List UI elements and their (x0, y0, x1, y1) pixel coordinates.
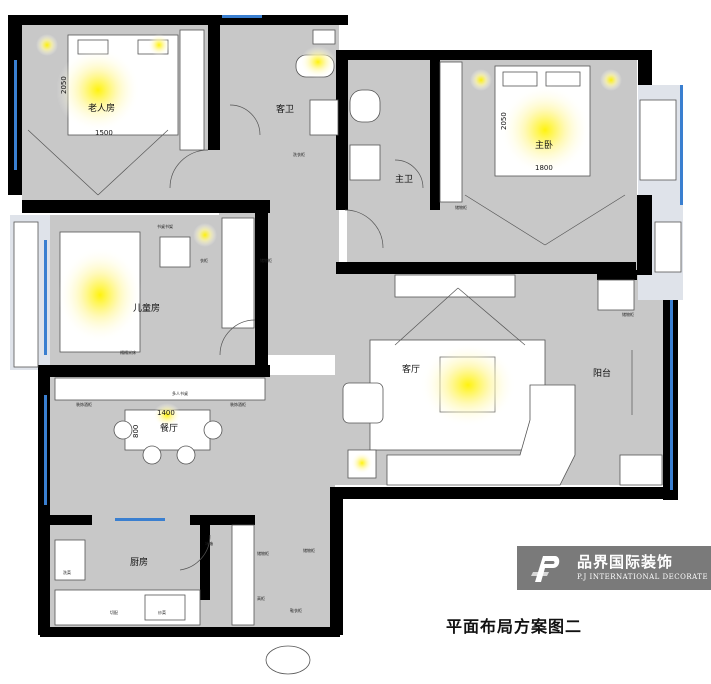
light-lines (27, 129, 626, 346)
dim-elder-bed-width: 1500 (95, 129, 113, 137)
room-label-kitchen: 厨房 (130, 556, 148, 568)
room-label-master-bath: 主卫 (395, 173, 413, 185)
room-label-guest-bath: 客卫 (276, 103, 294, 115)
walls (8, 15, 678, 637)
note-entry-cabinet: 储物柜 (303, 547, 315, 553)
room-labels: 老人房 客卫 主卧 主卫 儿童房 客厅 阳台 餐厅 厨房 (88, 102, 611, 568)
company-logo: 品界国际装饰 P.J INTERNATIONAL DECORATE (517, 546, 711, 590)
dim-dining-table-length: 1400 (157, 409, 175, 417)
note-kids-wardrobe: 衣柜 (200, 257, 208, 263)
note-guest-bath: 洗衣柜 (293, 151, 305, 157)
annotations: 书桌书架 衣柜 储物柜 榻榻米床 洗衣柜 储物柜 储物柜 多人书桌 装饰酒柜 装… (63, 151, 634, 615)
room-label-dining-room: 餐厅 (160, 422, 178, 434)
note-kitchen-storage: 储物柜 (257, 550, 269, 556)
note-dining-center: 多人书桌 (172, 390, 188, 396)
note-kids-storage: 储物柜 (260, 257, 272, 263)
note-kids-desk: 书桌书架 (157, 223, 173, 229)
doors (169, 104, 424, 571)
note-shoe-cabinet: 鞋衣柜 (290, 607, 302, 613)
dim-master-bed-length: 2050 (500, 112, 508, 130)
plan-title: 平面布局方案图二 (446, 617, 583, 636)
tv-cabinet (394, 274, 516, 298)
note-kitchen-basin: 洗菜 (63, 569, 71, 575)
lamp-glows (36, 34, 622, 474)
dimension-labels: 2050 1500 2050 1800 1400 800 (60, 76, 553, 438)
room-label-living-room: 客厅 (402, 363, 420, 375)
note-kitchen-fridge: 冰箱 (205, 540, 213, 546)
logo-chinese-name: 品界国际装饰 (577, 553, 674, 571)
note-kitchen-counter: 切配 (110, 609, 118, 615)
room-label-balcony: 阳台 (593, 367, 611, 379)
note-kids-bed: 榻榻米床 (120, 349, 136, 355)
note-dining-right: 装饰酒柜 (230, 401, 246, 407)
note-dining-left: 装饰酒柜 (76, 401, 92, 407)
logo-english-name: P.J INTERNATIONAL DECORATE (577, 573, 709, 581)
dim-elder-bed-length: 2050 (60, 76, 68, 94)
note-balcony-cabinet: 储物柜 (622, 311, 634, 317)
room-label-kids-room: 儿童房 (133, 302, 160, 314)
note-kitchen-tall: 高柜 (257, 595, 265, 601)
furniture (13, 29, 682, 675)
room-label-master-bedroom: 主卧 (535, 139, 553, 151)
note-kitchen-stove: 炒菜 (158, 609, 166, 615)
room-label-elder-bedroom: 老人房 (88, 102, 115, 114)
logo-mark-icon (531, 556, 560, 582)
dim-master-bed-width: 1800 (535, 164, 553, 172)
windows (14, 15, 683, 521)
dim-dining-table-width: 800 (132, 425, 140, 438)
note-master-bath: 储物柜 (455, 204, 467, 210)
